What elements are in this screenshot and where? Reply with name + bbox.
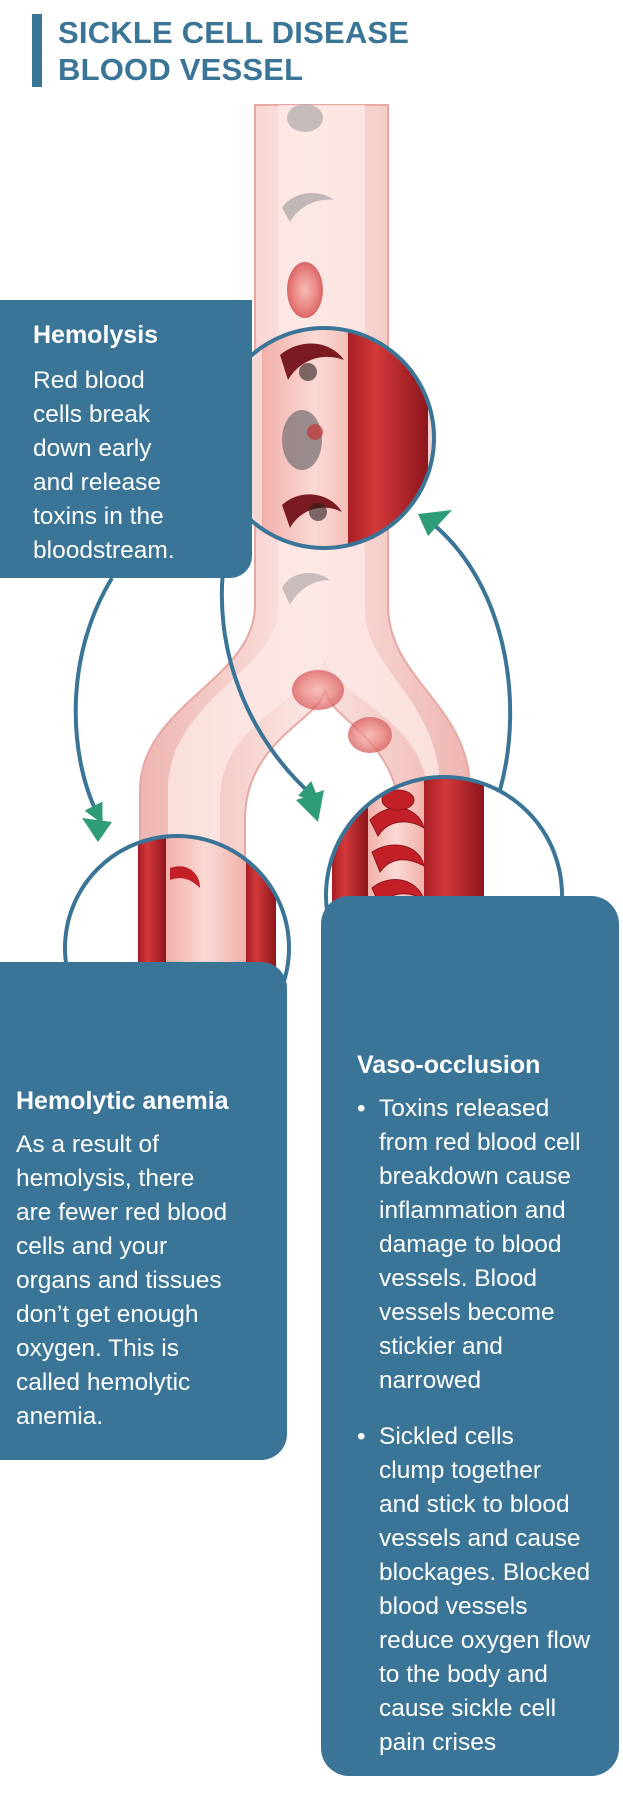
vaso-line: blood vessels [379, 1593, 528, 1620]
title-accent-bar [32, 14, 42, 87]
vaso-line: to the body and [379, 1661, 548, 1688]
anemia-line: As a result of [16, 1131, 159, 1158]
hemolysis-line: cells break [33, 401, 151, 428]
vaso-line: Sickled cells [379, 1423, 514, 1450]
vaso-line: blockages. Blocked [379, 1559, 591, 1586]
anemia-line: anemia. [16, 1403, 104, 1430]
hemolysis-line: toxins in the [33, 503, 164, 530]
vaso-line: vessels become [379, 1299, 555, 1326]
vaso-line: narrowed [379, 1367, 482, 1394]
title-line-1: SICKLE CELL DISEASE [58, 15, 410, 50]
vaso-line: vessels and cause [379, 1525, 581, 1552]
vaso-line: from red blood cell [379, 1129, 581, 1156]
hemolytic-anemia-card: Hemolytic anemia As a result of hemolysi… [0, 962, 287, 1460]
vaso-line: breakdown cause [379, 1163, 572, 1190]
vaso-occlusion-card: Vaso-occlusion Toxins released from red … [321, 896, 619, 1776]
anemia-line: are fewer red blood [16, 1199, 228, 1226]
cycle-arrow-icon [82, 510, 452, 842]
anemia-line: called hemolytic [16, 1369, 191, 1396]
vaso-line: pain crises [379, 1729, 497, 1756]
hemolysis-line: and release [33, 469, 162, 496]
vaso-line: and stick to blood [379, 1491, 570, 1518]
hemolysis-line: bloodstream. [33, 537, 175, 564]
anemia-line: don’t get enough [16, 1301, 199, 1328]
vaso-line: damage to blood [379, 1231, 562, 1258]
vaso-line: vessels. Blood [379, 1265, 537, 1292]
cycle-arrow-icon [73, 513, 513, 824]
anemia-line: organs and tissues [16, 1267, 222, 1294]
vaso-line: cause sickle cell [379, 1695, 557, 1722]
list-item: Toxins released from red blood cell brea… [357, 1092, 617, 1398]
vaso-line: inflammation and [379, 1197, 566, 1224]
vaso-line: clump together [379, 1457, 542, 1484]
page-title: SICKLE CELL DISEASE BLOOD VESSEL [58, 14, 409, 88]
hemolysis-heading: Hemolysis [33, 321, 159, 349]
vaso-line: stickier and [379, 1333, 503, 1360]
hemolysis-line: down early [33, 435, 152, 462]
vaso-line: Toxins released [379, 1095, 550, 1122]
anemia-line: cells and your [16, 1233, 168, 1260]
hemolytic-anemia-heading: Hemolytic anemia [16, 1087, 229, 1115]
vaso-occlusion-list: Toxins released from red blood cell brea… [357, 1092, 617, 1760]
vaso-line: reduce oxygen flow [379, 1627, 591, 1654]
anemia-line: oxygen. This is [16, 1335, 179, 1362]
anemia-line: hemolysis, there [16, 1165, 195, 1192]
vaso-occlusion-heading: Vaso-occlusion [357, 1051, 541, 1079]
list-item: Sickled cells clump together and stick t… [357, 1420, 617, 1760]
hemolysis-card: Hemolysis Red blood cells break down ear… [0, 300, 252, 578]
sickle-cell-icon [282, 104, 392, 753]
hemolysis-line: Red blood [33, 367, 145, 394]
title-line-2: BLOOD VESSEL [58, 52, 304, 87]
